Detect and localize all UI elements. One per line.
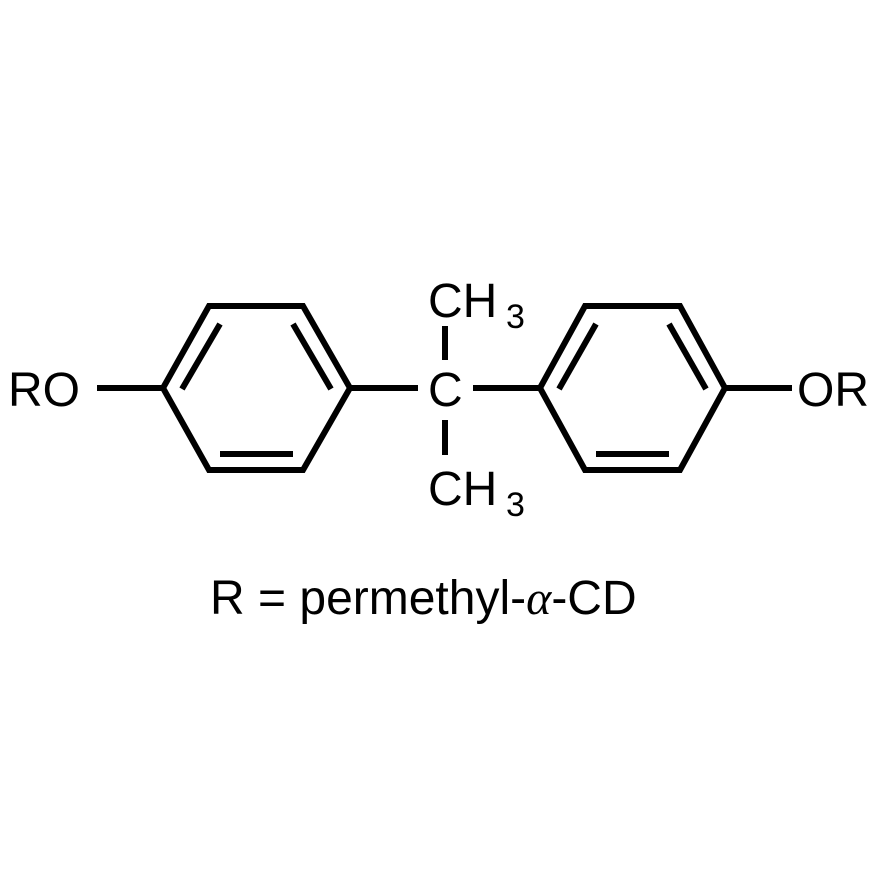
caption-alpha: α bbox=[526, 572, 552, 625]
caption-prefix: R = permethyl- bbox=[210, 572, 526, 625]
bottom-methyl-subscript: 3 bbox=[506, 486, 525, 524]
right-or-label: OR bbox=[797, 364, 869, 417]
right-benzene-ring bbox=[536, 303, 729, 473]
r-group-caption: R = permethyl-α-CD bbox=[210, 572, 637, 625]
bottom-methyl-label: CH bbox=[428, 463, 497, 516]
right-ring-double-bond-1 bbox=[556, 322, 599, 391]
center-carbon-label: C bbox=[428, 364, 463, 417]
left-ro-label: RO bbox=[8, 364, 80, 417]
left-ring-double-bond-1 bbox=[179, 322, 223, 391]
right-ring-double-bond-2 bbox=[666, 322, 709, 391]
caption-suffix: -CD bbox=[551, 572, 636, 625]
top-methyl-label: CH bbox=[428, 275, 497, 328]
left-benzene-ring bbox=[159, 303, 354, 473]
top-methyl-subscript: 3 bbox=[506, 298, 525, 336]
left-ring-double-bond-2 bbox=[290, 322, 334, 391]
